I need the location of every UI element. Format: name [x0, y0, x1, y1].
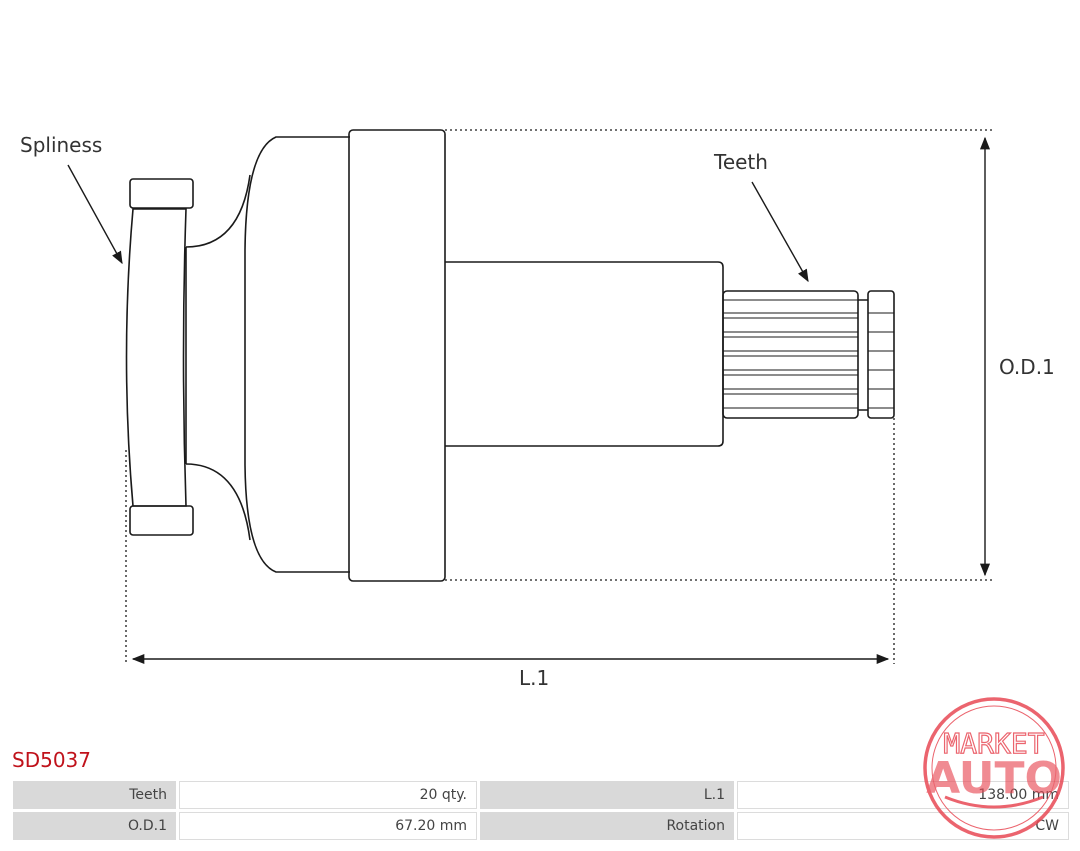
neck-lower	[185, 463, 251, 541]
neck-upper	[185, 174, 251, 248]
drive-body-outline	[125, 129, 895, 582]
teeth-leader-arrow	[751, 181, 809, 283]
dimension-lines	[125, 129, 992, 664]
collar-bottom-tab	[129, 505, 194, 536]
spec-key: L.1	[480, 781, 734, 809]
starter-drive-drawing: Spliness Teeth O.D.1 L.1	[20, 129, 1055, 690]
spec-key: Teeth	[13, 781, 176, 809]
pinion	[722, 290, 859, 419]
spliness-label: Spliness	[20, 133, 102, 157]
od1-label: O.D.1	[999, 355, 1055, 379]
part-number: SD5037	[12, 748, 91, 772]
pinion-teeth-lines	[723, 299, 894, 409]
l1-label: L.1	[519, 666, 549, 690]
spec-value: 67.20 mm	[179, 812, 477, 840]
pinion-ring	[867, 290, 895, 419]
rear-collar	[125, 208, 187, 507]
teeth-label: Teeth	[713, 150, 768, 174]
shaft	[445, 261, 724, 447]
specs-table: Teeth 20 qty. L.1 138.00 mm O.D.1 67.20 …	[10, 778, 1072, 843]
housing	[244, 136, 350, 573]
svg-text:AUTO: AUTO	[926, 753, 1062, 804]
svg-text:MARKET: MARKET	[943, 727, 1044, 760]
table-row: O.D.1 67.20 mm Rotation CW	[13, 812, 1069, 840]
spec-value: 20 qty.	[179, 781, 477, 809]
main-drum	[348, 129, 446, 582]
spec-key: Rotation	[480, 812, 734, 840]
table-row: Teeth 20 qty. L.1 138.00 mm	[13, 781, 1069, 809]
collar-top-tab	[129, 178, 194, 209]
spec-key: O.D.1	[13, 812, 176, 840]
spliness-leader-arrow	[67, 164, 123, 265]
market-auto-watermark: MARKET AUTO	[923, 697, 1065, 839]
